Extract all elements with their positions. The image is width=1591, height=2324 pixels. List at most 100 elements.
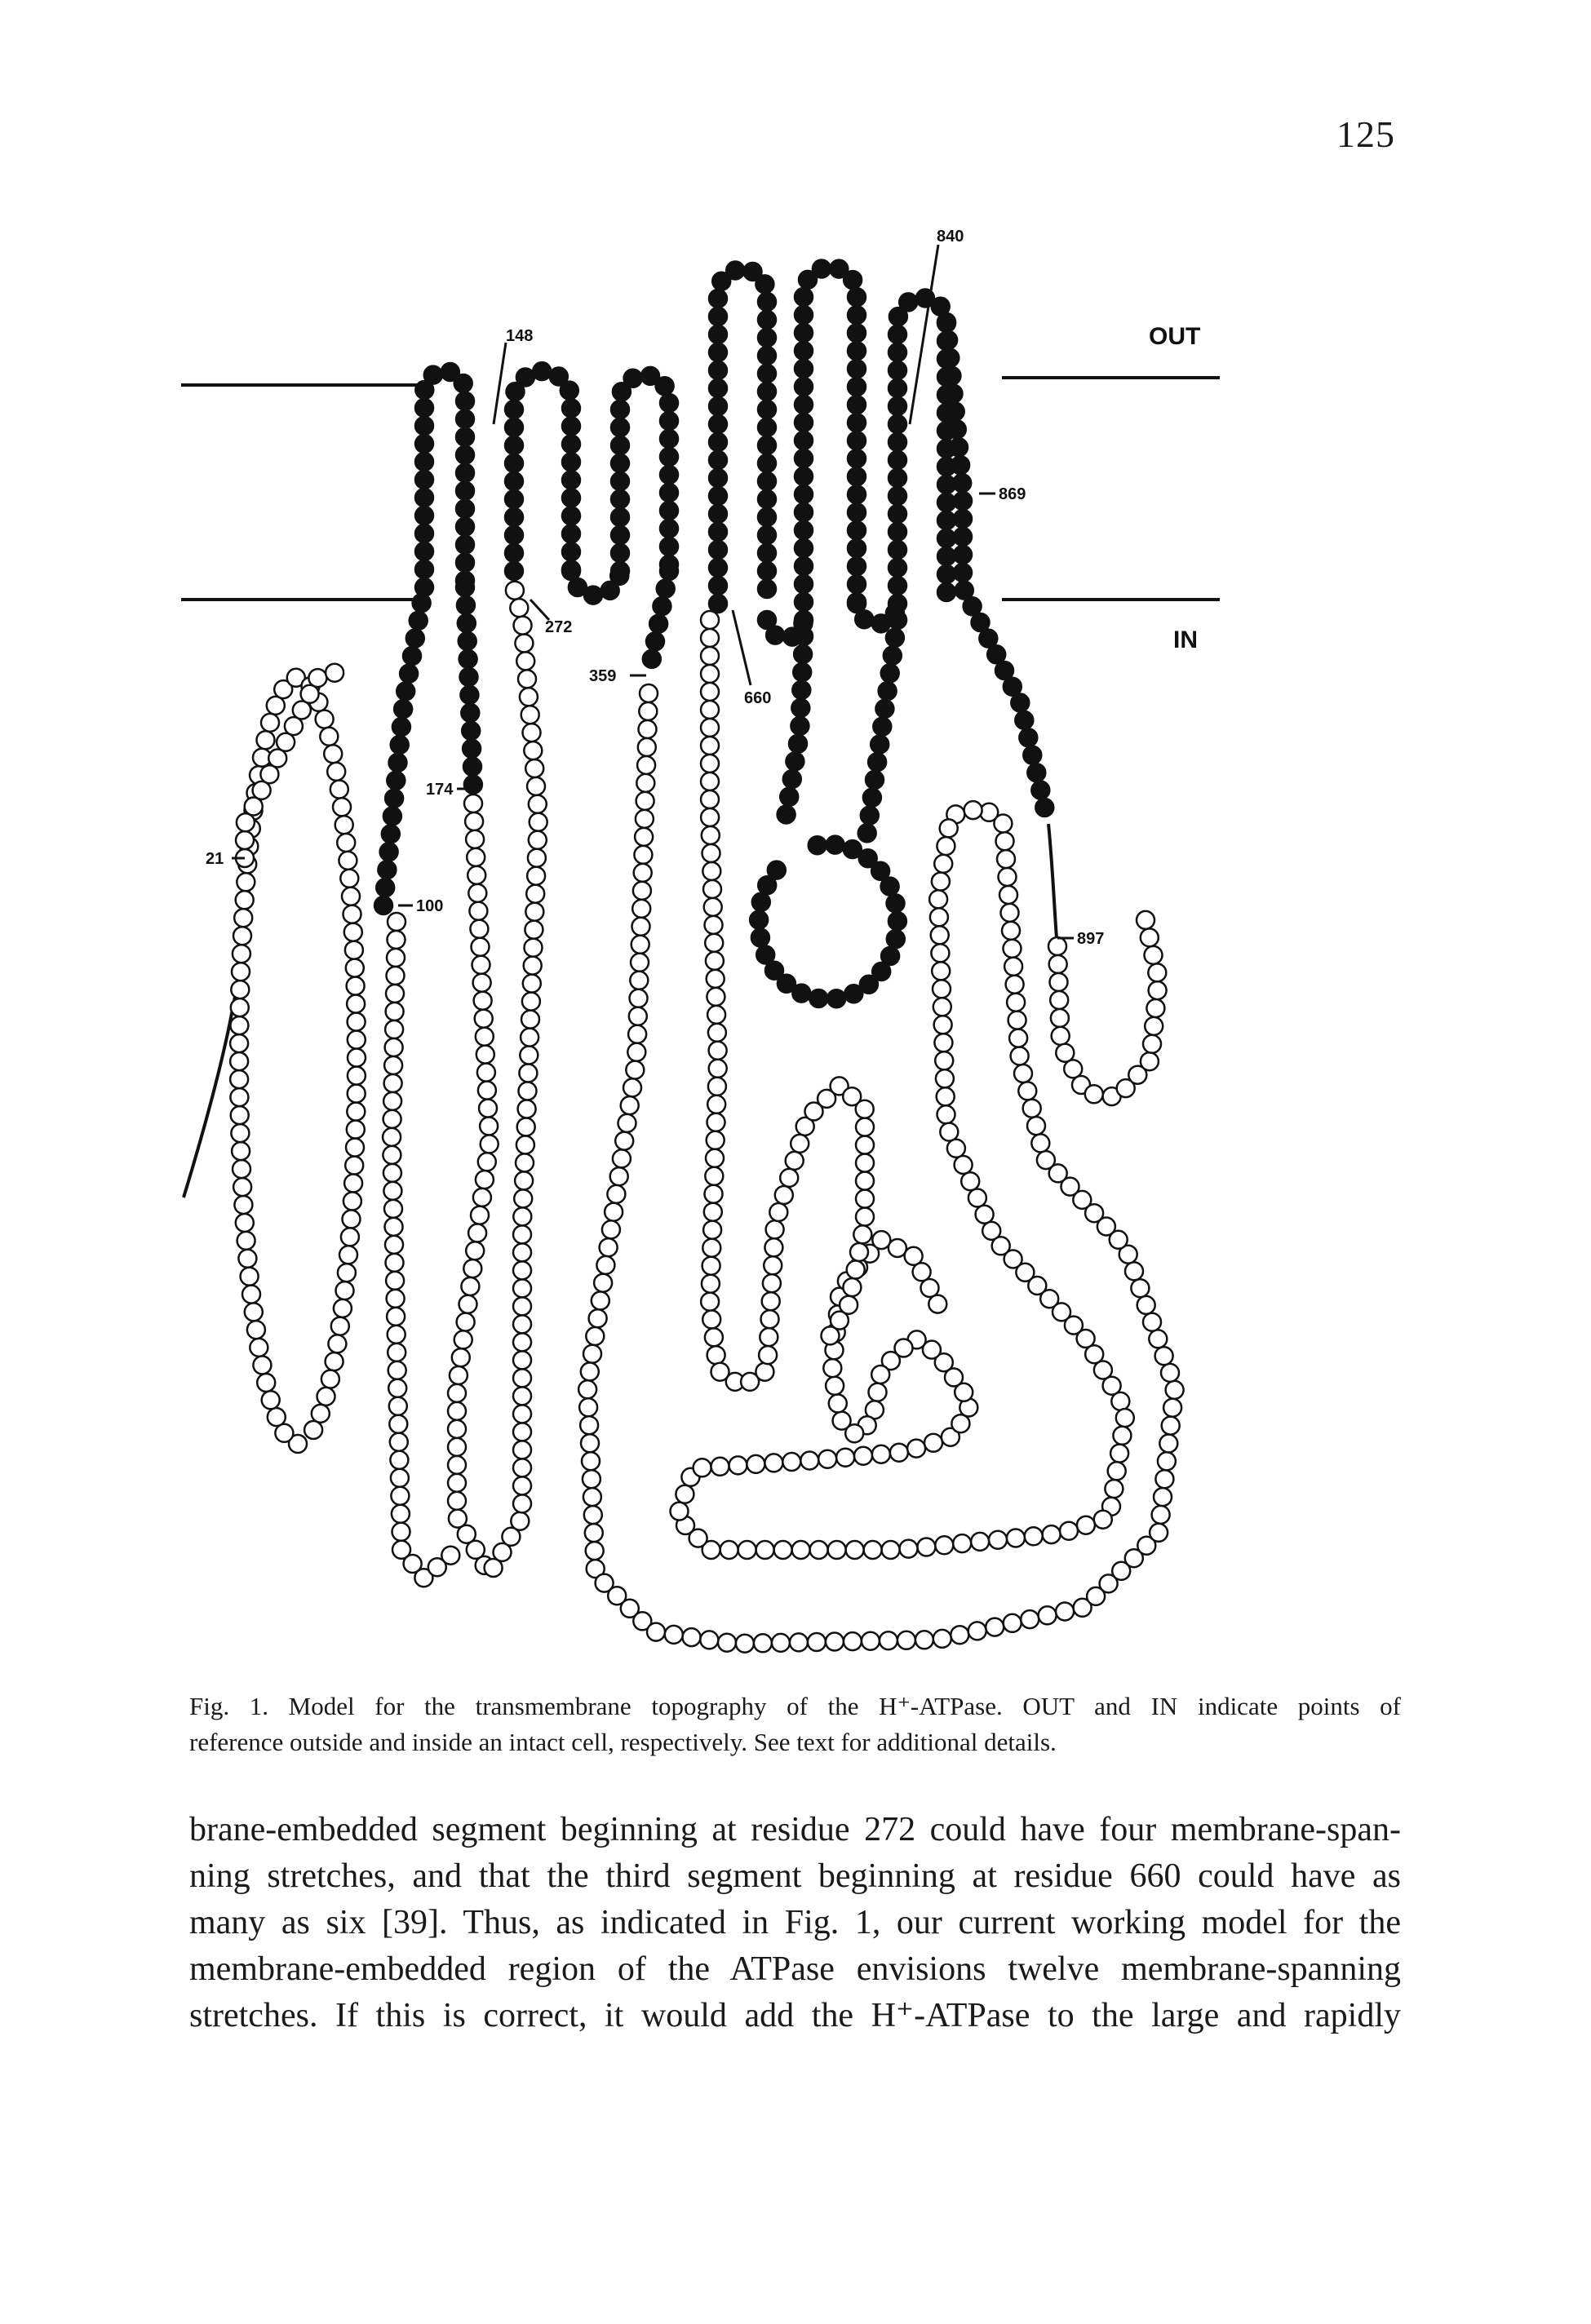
membrane-residue xyxy=(707,539,729,560)
body-line: many as six [39]. Thus, as indicated in … xyxy=(189,1904,1401,1941)
soluble-residue xyxy=(764,1453,784,1473)
membrane-residue xyxy=(951,472,973,494)
membrane-residue xyxy=(414,523,435,544)
soluble-residue xyxy=(1050,1025,1070,1047)
soluble-residue xyxy=(383,1180,403,1202)
soluble-residue xyxy=(383,1037,404,1058)
soluble-residue xyxy=(382,1109,402,1130)
membrane-residue xyxy=(793,322,814,343)
membrane-residue xyxy=(609,471,631,492)
soluble-residue xyxy=(520,1009,541,1029)
soluble-residue xyxy=(710,1361,730,1382)
soluble-residue xyxy=(229,997,250,1018)
membrane-residue xyxy=(414,487,435,508)
soluble-residue xyxy=(630,934,650,955)
soluble-residue xyxy=(867,1382,888,1402)
membrane-residue xyxy=(454,463,476,483)
soluble-residue xyxy=(470,936,490,958)
membrane-residue xyxy=(652,595,672,617)
membrane-residue xyxy=(792,644,813,665)
body-line: ning stretches, and that the third segme… xyxy=(189,1857,1401,1895)
soluble-residue xyxy=(274,1423,295,1444)
soluble-residue xyxy=(963,799,983,821)
soluble-residue xyxy=(1017,1081,1038,1101)
membrane-residue xyxy=(377,859,397,880)
soluble-residue xyxy=(880,1539,901,1560)
membrane-residue xyxy=(846,376,867,397)
soluble-residue xyxy=(477,1098,499,1118)
membrane-residue xyxy=(460,702,481,724)
soluble-residue xyxy=(1051,1302,1072,1322)
soluble-residue xyxy=(389,1450,410,1471)
membrane-residue xyxy=(880,876,900,896)
soluble-residue xyxy=(1101,1375,1122,1396)
soluble-residue xyxy=(581,1468,602,1490)
soluble-residue xyxy=(1003,1249,1023,1269)
membrane-residue xyxy=(986,644,1007,665)
membrane-residue xyxy=(945,401,965,422)
soluble-residue xyxy=(383,1198,404,1220)
membrane-residue xyxy=(950,454,971,476)
soluble-residue xyxy=(699,717,720,738)
soluble-residue xyxy=(525,901,545,922)
soluble-residue xyxy=(249,1337,269,1358)
residue-label-359: 359 xyxy=(589,667,616,685)
soluble-residue xyxy=(916,1537,937,1557)
soluble-residue xyxy=(773,1539,793,1560)
soluble-residue xyxy=(1123,1261,1145,1282)
soluble-residue xyxy=(959,1171,981,1192)
soluble-residue xyxy=(388,1396,409,1417)
membrane-residue xyxy=(658,500,680,521)
soluble-residue xyxy=(383,1073,403,1094)
soluble-residue xyxy=(998,884,1019,905)
soluble-residue xyxy=(835,1447,856,1467)
soluble-residue xyxy=(229,1104,250,1126)
soluble-residue xyxy=(702,1237,722,1258)
soluble-residue xyxy=(517,1081,538,1101)
soluble-residue xyxy=(524,919,544,940)
membrane-residue xyxy=(937,330,959,351)
membrane-residue xyxy=(858,848,878,869)
soluble-residue xyxy=(617,1113,637,1134)
membrane-residue xyxy=(793,358,814,379)
soluble-residue xyxy=(627,1006,649,1027)
membrane-residue xyxy=(877,680,897,702)
soluble-residue xyxy=(384,1270,406,1291)
membrane-residue xyxy=(942,365,962,386)
membrane-residue xyxy=(807,834,827,856)
soluble-residue xyxy=(582,1343,603,1364)
soluble-residue xyxy=(580,1450,601,1472)
in-label: IN xyxy=(1173,626,1198,653)
soluble-residue xyxy=(606,1585,627,1606)
soluble-residue xyxy=(387,1360,407,1381)
soluble-residue xyxy=(921,1339,942,1360)
soluble-residue xyxy=(784,1150,804,1171)
soluble-residue xyxy=(526,848,547,868)
membrane-residue xyxy=(373,895,394,916)
soluble-residue xyxy=(938,818,959,839)
membrane-residue xyxy=(846,502,867,523)
membrane-residue xyxy=(462,756,483,777)
soluble-residue xyxy=(1110,1560,1132,1582)
soluble-residue xyxy=(1084,1084,1105,1104)
membrane-residue xyxy=(503,435,525,456)
soluble-residue xyxy=(824,1375,845,1397)
soluble-residue xyxy=(854,1099,875,1119)
membrane-residue xyxy=(826,988,847,1009)
soluble-residue xyxy=(234,830,255,851)
soluble-residue xyxy=(627,1042,647,1063)
soluble-residue xyxy=(1084,1202,1105,1224)
soluble-residue xyxy=(1143,945,1163,966)
membrane-residue xyxy=(887,593,908,614)
soluble-residue xyxy=(463,1258,483,1279)
soluble-residue xyxy=(1130,1277,1150,1299)
soluble-residue xyxy=(999,902,1020,923)
soluble-residue xyxy=(707,1040,728,1061)
membrane-residue xyxy=(707,360,729,381)
soluble-residue xyxy=(903,1246,924,1267)
soluble-residue xyxy=(1104,1478,1124,1499)
soluble-residue xyxy=(669,1501,689,1521)
soluble-residue xyxy=(734,1633,756,1653)
soluble-residue xyxy=(275,732,296,753)
membrane-residue xyxy=(793,376,814,397)
